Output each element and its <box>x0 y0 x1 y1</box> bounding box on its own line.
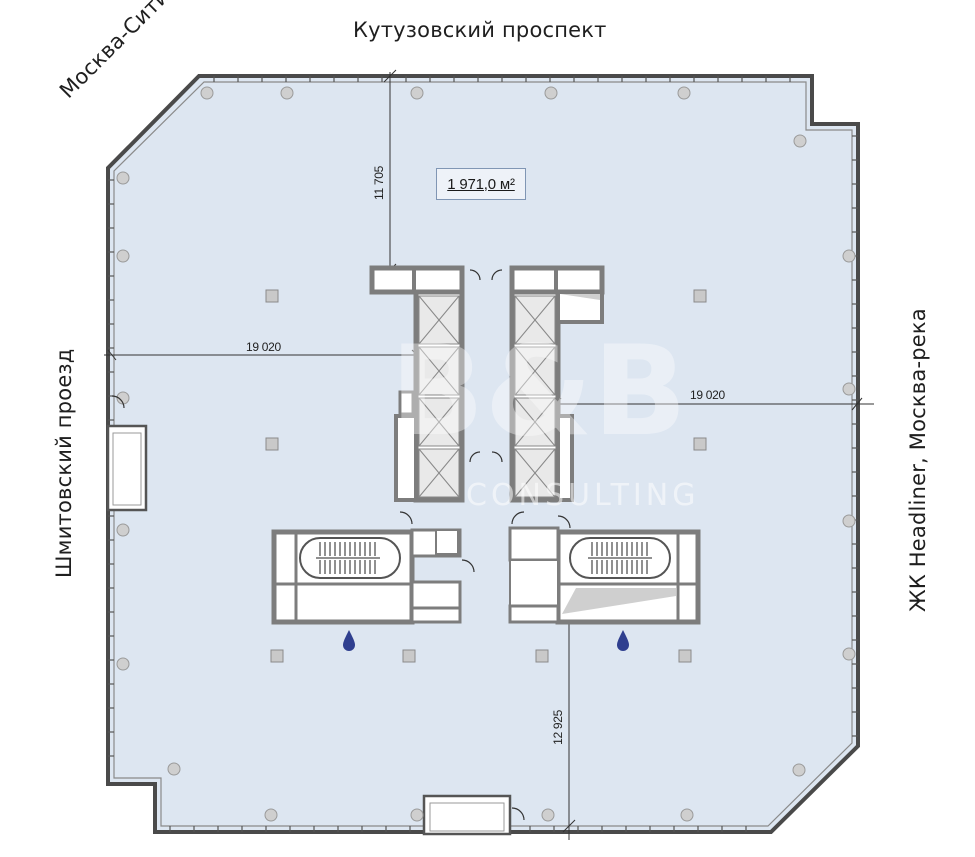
round-column-icon <box>677 86 691 100</box>
street-label-left: Шмитовский проезд <box>52 348 76 578</box>
round-column-icon <box>116 171 130 185</box>
core-left <box>369 265 465 503</box>
stairwell-left <box>271 528 462 625</box>
round-column-icon <box>842 514 856 528</box>
round-column-icon <box>280 86 294 100</box>
water-drop-icon <box>617 630 629 651</box>
water-drop-icon <box>343 630 355 651</box>
square-pillar-icon <box>265 437 279 451</box>
square-pillar-icon <box>678 649 692 663</box>
square-pillars <box>265 289 707 663</box>
round-column-icon <box>116 657 130 671</box>
area-value: 1 971,0 м² <box>447 175 515 193</box>
door-swing-icon <box>111 269 571 821</box>
round-column-icon <box>842 647 856 661</box>
square-pillar-icon <box>402 649 416 663</box>
square-pillar-icon <box>270 649 284 663</box>
round-column-icon <box>264 808 278 822</box>
round-column-icon <box>116 249 130 263</box>
square-pillar-icon <box>265 289 279 303</box>
building-outline <box>106 74 860 836</box>
staircase-icon <box>316 542 380 574</box>
dimension-label-bottom: 12 925 <box>551 710 565 745</box>
staircase-icon <box>588 542 652 574</box>
dimension-label-top: 11 705 <box>372 166 386 201</box>
round-column-icon <box>842 382 856 396</box>
round-column-icon <box>200 86 214 100</box>
street-label-top: Кутузовский проспект <box>353 18 607 42</box>
water-markers <box>343 630 629 651</box>
dimension-label-left: 19 020 <box>246 340 281 354</box>
dimension-label-right: 19 020 <box>690 388 725 402</box>
core-right <box>509 265 605 503</box>
stairwell-right <box>508 526 701 625</box>
round-column-icon <box>792 763 806 777</box>
round-column-icon <box>842 249 856 263</box>
round-column-icon <box>167 762 181 776</box>
round-column-icon <box>680 808 694 822</box>
round-column-icon <box>410 808 424 822</box>
square-pillar-icon <box>693 289 707 303</box>
round-column-icon <box>544 86 558 100</box>
round-column-icon <box>116 523 130 537</box>
street-label-right: ЖК Headliner, Москва-река <box>906 308 930 612</box>
round-column-icon <box>541 808 555 822</box>
elevator-shaft-icon <box>514 295 556 498</box>
square-pillar-icon <box>535 649 549 663</box>
round-column-icon <box>410 86 424 100</box>
round-columns <box>116 86 856 822</box>
elevator-shaft-icon <box>418 295 460 498</box>
area-badge: 1 971,0 м² <box>436 168 526 200</box>
round-column-icon <box>793 134 807 148</box>
square-pillar-icon <box>693 437 707 451</box>
